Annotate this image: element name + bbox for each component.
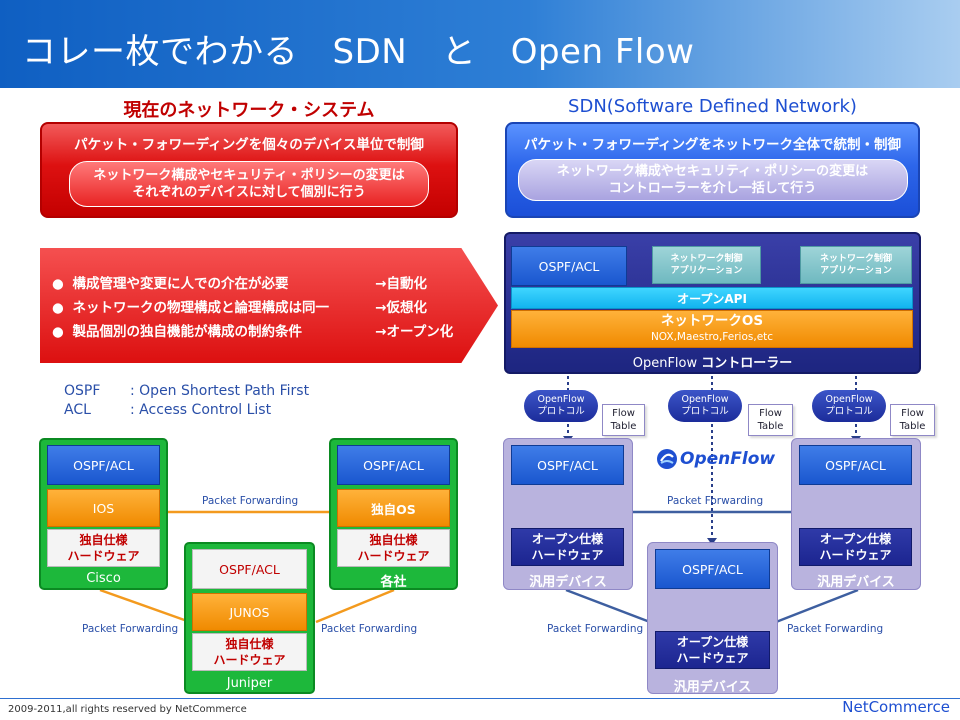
- legend-ospf: OSPF: Open Shortest Path First: [64, 383, 310, 399]
- packet-forwarding-label: Packet Forwarding: [82, 623, 179, 635]
- legacy-summary-head: パケット・フォワーディングを個々のデバイス単位で制御: [74, 137, 424, 153]
- legacy-summary-line-1: ネットワーク構成やセキュリティ・ポリシーの変更は: [93, 168, 405, 183]
- problem-list: ● 構成管理や変更に人での介在が必要 →自動化 ● ネットワークの物理構成と論理…: [52, 272, 453, 344]
- juniper-os: JUNOS: [192, 593, 307, 631]
- legend-acl: ACL: Access Control List: [64, 402, 272, 418]
- sdn-summary-line-2: コントローラーを介し一括して行う: [608, 181, 817, 196]
- controller-ospf-acl: OSPF/ACL: [511, 246, 627, 286]
- cisco-ospf-acl: OSPF/ACL: [47, 445, 160, 485]
- page-title: コレー枚でわかる SDN と Open Flow: [22, 32, 695, 72]
- copyright: 2009-2011,all rights reserved by NetComm…: [8, 704, 247, 715]
- packet-forwarding-label: Packet Forwarding: [202, 495, 299, 507]
- controller-app-2: ネットワーク制御アプリケーション: [800, 246, 912, 284]
- cisco-hardware: 独自仕様ハードウェア: [47, 529, 160, 567]
- sdn-summary-pill: ネットワーク構成やセキュリティ・ポリシーの変更は コントローラーを介し一括して行…: [517, 159, 908, 201]
- problem-item: ● 構成管理や変更に人での介在が必要 →自動化: [52, 272, 453, 296]
- generic-2-hardware: オープン仕様ハードウェア: [655, 631, 770, 669]
- generic-3-label: 汎用デバイス: [817, 575, 895, 590]
- packet-forwarding-label: Packet Forwarding: [787, 623, 884, 635]
- problems-arrow: [40, 248, 498, 363]
- bullet-icon: ●: [52, 324, 64, 340]
- cisco-label: Cisco: [86, 571, 121, 586]
- other-os: 独自OS: [337, 489, 450, 527]
- problem-text: 構成管理や変更に人での介在が必要: [72, 276, 289, 292]
- packet-forwarding-label: Packet Forwarding: [667, 495, 764, 507]
- juniper-label: Juniper: [226, 676, 273, 691]
- juniper-hardware: 独自仕様ハードウェア: [192, 633, 307, 671]
- problem-solution: →オープン化: [375, 324, 454, 340]
- other-ospf-acl: OSPF/ACL: [337, 445, 450, 485]
- sdn-summary-head: パケット・フォワーディングをネットワーク全体で統制・制御: [523, 137, 902, 153]
- generic-2-label: 汎用デバイス: [673, 680, 752, 695]
- network-os-layer: ネットワークOS NOX,Maestro,Ferios,etc: [511, 310, 913, 348]
- generic-1-ospf-acl: OSPF/ACL: [511, 445, 624, 485]
- generic-1-hardware: オープン仕様ハードウェア: [511, 528, 624, 566]
- brand-name: NetCommerce: [842, 698, 950, 716]
- footer-divider: [0, 698, 960, 699]
- sdn-summary-box: パケット・フォワーディングをネットワーク全体で統制・制御 ネットワーク構成やセキ…: [505, 122, 920, 218]
- other-label: 各社: [380, 575, 407, 590]
- legacy-summary-pill: ネットワーク構成やセキュリティ・ポリシーの変更は それぞれのデバイスに対して個別…: [69, 161, 429, 207]
- openflow-logo: OpenFlow: [656, 448, 775, 470]
- packet-forwarding-label: Packet Forwarding: [547, 623, 644, 635]
- generic-3-hardware: オープン仕様ハードウェア: [799, 528, 912, 566]
- legacy-summary-box: パケット・フォワーディングを個々のデバイス単位で制御 ネットワーク構成やセキュリ…: [40, 122, 458, 218]
- problem-solution: →仮想化: [375, 300, 427, 316]
- bullet-icon: ●: [52, 300, 64, 316]
- problem-item: ● ネットワークの物理構成と論理構成は同一 →仮想化: [52, 296, 453, 320]
- bullet-icon: ●: [52, 276, 64, 292]
- problem-solution: →自動化: [375, 276, 427, 292]
- title-banner: [0, 0, 960, 88]
- generic-3-ospf-acl: OSPF/ACL: [799, 445, 912, 485]
- juniper-ospf-acl: OSPF/ACL: [192, 549, 307, 589]
- open-api-layer: オープンAPI: [511, 287, 913, 309]
- legacy-summary-line-2: それぞれのデバイスに対して個別に行う: [132, 185, 366, 200]
- openflow-logo-text: OpenFlow: [680, 449, 776, 469]
- cisco-os: IOS: [47, 489, 160, 527]
- controller-label: OpenFlow コントローラー: [632, 356, 793, 371]
- openflow-logo-icon: [657, 449, 677, 469]
- packet-forwarding-label: Packet Forwarding: [321, 623, 418, 635]
- problem-text: ネットワークの物理構成と論理構成は同一: [72, 300, 329, 316]
- left-section-title: 現在のネットワーク・システム: [123, 100, 375, 121]
- problem-item: ● 製品個別の独自機能が構成の制約条件 →オープン化: [52, 320, 453, 344]
- right-section-title: SDN(Software Defined Network): [568, 96, 857, 117]
- controller-app-1: ネットワーク制御アプリケーション: [652, 246, 761, 284]
- generic-2-ospf-acl: OSPF/ACL: [655, 549, 770, 589]
- generic-1-label: 汎用デバイス: [529, 575, 607, 590]
- problem-text: 製品個別の独自機能が構成の制約条件: [72, 324, 302, 340]
- sdn-summary-line-1: ネットワーク構成やセキュリティ・ポリシーの変更は: [556, 164, 869, 179]
- other-hardware: 独自仕様ハードウェア: [337, 529, 450, 567]
